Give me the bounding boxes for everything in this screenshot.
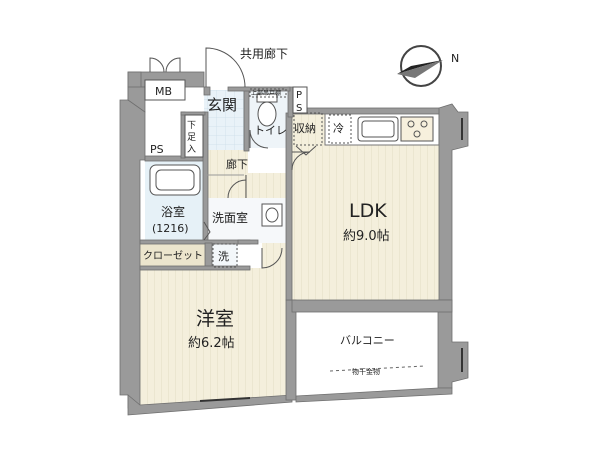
mb-door <box>149 57 181 73</box>
compass: N <box>397 45 459 87</box>
bathroom-size-label: (1216) <box>152 222 189 235</box>
western-room-door <box>261 247 283 269</box>
closet-label: クローゼット <box>143 250 203 262</box>
room-labels: 共用廊下 MB 玄関 上部吊戸棚 P S トイレ 収納 冷 PS 下足入 廊下 … <box>143 46 395 376</box>
shared-corridor-label: 共用廊下 <box>240 46 288 61</box>
shoe-closet-label: 下足入 <box>187 121 196 155</box>
washroom-label: 洗面室 <box>212 210 248 225</box>
ps-left-label: PS <box>150 143 164 156</box>
balcony-label: バルコニー <box>340 334 395 347</box>
hallway-label: 廊下 <box>226 157 248 171</box>
ps-top-label-p: P <box>296 90 302 101</box>
storage-door <box>295 145 317 156</box>
upper-storage-label: 上部吊戸棚 <box>251 89 281 97</box>
compass-icon <box>400 45 442 87</box>
walls <box>119 71 469 416</box>
storage-label: 収納 <box>294 122 316 135</box>
entrance-door <box>205 47 246 88</box>
washroom-door <box>227 175 247 199</box>
washer-floor <box>212 243 238 268</box>
genkan-label: 玄関 <box>207 96 237 114</box>
ps-top-label-s: S <box>296 103 302 114</box>
drying-rack-label: 物干金物 <box>352 367 380 376</box>
bath-door <box>203 221 211 241</box>
kitchen-sink-icon <box>357 116 399 142</box>
ldk-label: LDK <box>349 200 387 222</box>
fridge-label: 冷 <box>333 122 344 135</box>
doors <box>149 47 317 269</box>
balcony-floor <box>296 312 438 396</box>
compass-north-label: N <box>451 52 459 65</box>
fixtures <box>144 79 463 402</box>
western-room-floor <box>140 268 292 405</box>
sink-icon <box>261 203 283 227</box>
bathroom-label: 浴室 <box>161 204 185 219</box>
ldk-size-label: 約9.0帖 <box>343 229 390 244</box>
genkan-floor <box>204 90 248 150</box>
western-room-label: 洋室 <box>196 308 234 330</box>
toilet-door <box>249 129 269 149</box>
western-room-size-label: 約6.2帖 <box>188 336 235 351</box>
washer-label: 洗 <box>218 250 229 263</box>
bathtub-icon <box>149 164 201 196</box>
closet-floor <box>140 243 206 268</box>
mb-label: MB <box>155 85 172 98</box>
toilet-label: トイレ <box>254 124 287 137</box>
